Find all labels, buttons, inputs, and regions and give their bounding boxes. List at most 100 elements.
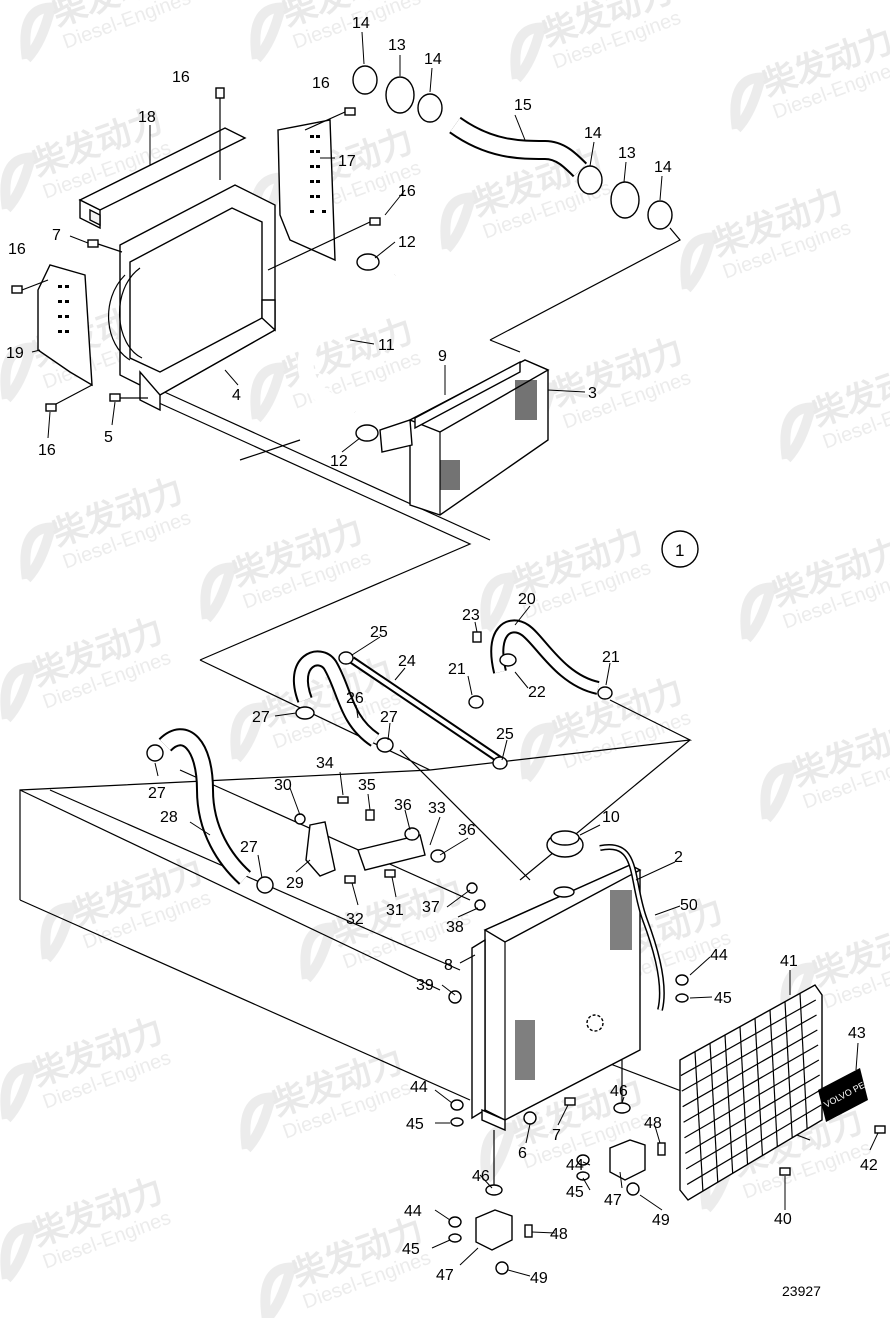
grille-bar bbox=[684, 1059, 820, 1139]
upper-bolts bbox=[11, 87, 381, 412]
callout: 31 bbox=[386, 902, 404, 919]
callout: 45 bbox=[406, 1116, 424, 1133]
callout: 14 bbox=[654, 159, 672, 176]
callout: 43 bbox=[848, 1025, 866, 1042]
grille-41 bbox=[679, 984, 823, 1201]
callout: 46 bbox=[610, 1083, 628, 1100]
callout: 47 bbox=[604, 1192, 622, 1209]
callout: 30 bbox=[274, 777, 292, 794]
watermark-mark-icon bbox=[300, 922, 338, 983]
callout: 10 bbox=[602, 809, 620, 826]
grille-bar bbox=[724, 1034, 734, 1174]
callout: 4 bbox=[232, 387, 241, 404]
callout: 36 bbox=[458, 822, 476, 839]
watermark-mark-icon bbox=[760, 762, 798, 823]
callout: 18 bbox=[138, 109, 156, 126]
callout: 48 bbox=[644, 1115, 662, 1132]
grille-bar bbox=[694, 1051, 704, 1192]
callout: 29 bbox=[286, 875, 304, 892]
callout: 13 bbox=[388, 37, 406, 54]
intercooler-3 bbox=[379, 359, 550, 516]
watermark-mark-icon bbox=[40, 902, 78, 963]
callout: 11 bbox=[378, 337, 395, 354]
overflow-hose-50 bbox=[599, 843, 665, 1011]
callout: 9 bbox=[438, 348, 447, 365]
callout: 49 bbox=[652, 1212, 670, 1229]
group-marker-number: 1 bbox=[675, 541, 684, 560]
callout: 23 bbox=[462, 607, 480, 624]
bolt-16-panel bbox=[304, 107, 356, 131]
callout: 36 bbox=[394, 797, 412, 814]
watermark-mark-icon bbox=[440, 192, 478, 253]
callout: 19 bbox=[6, 345, 24, 362]
callout-labels: 14 13 14 16 16 18 15 14 13 14 17 16 7 16… bbox=[6, 15, 878, 1287]
grille-bar bbox=[685, 1089, 821, 1170]
bolt-5 bbox=[109, 393, 148, 402]
callout: 37 bbox=[422, 899, 440, 916]
leader-lines bbox=[31, 31, 879, 1277]
watermark-mark-icon bbox=[260, 1262, 298, 1318]
grille-bar bbox=[686, 1104, 822, 1185]
callout: 35 bbox=[358, 777, 376, 794]
charge-air-hose-11 bbox=[297, 253, 403, 442]
callout: 45 bbox=[566, 1184, 584, 1201]
callout: 7 bbox=[52, 227, 61, 244]
callout: 38 bbox=[446, 919, 464, 936]
group-marker bbox=[661, 530, 699, 568]
callout: 7 bbox=[552, 1127, 561, 1144]
fan-shroud bbox=[107, 184, 276, 412]
callout: 46 bbox=[472, 1168, 490, 1185]
callout: 25 bbox=[370, 624, 388, 641]
callout: 8 bbox=[444, 957, 453, 974]
callout: 48 bbox=[550, 1226, 568, 1243]
watermark-mark-icon bbox=[250, 362, 288, 423]
callout: 21 bbox=[602, 649, 620, 666]
watermark-mark-icon bbox=[480, 572, 518, 633]
watermark-mark-icon bbox=[250, 2, 288, 63]
callout: 6 bbox=[518, 1145, 527, 1162]
grille-bar bbox=[683, 1044, 819, 1123]
callout: 50 bbox=[680, 897, 698, 914]
callout: 22 bbox=[528, 684, 546, 701]
grille-bar bbox=[739, 1026, 749, 1165]
callout: 42 bbox=[860, 1157, 878, 1174]
watermark-mark-icon bbox=[0, 662, 38, 723]
mounts bbox=[448, 974, 886, 1275]
callout: 5 bbox=[104, 429, 113, 446]
watermark-mark-icon bbox=[680, 232, 718, 293]
watermark-mark-icon bbox=[0, 1222, 38, 1283]
grille-bar bbox=[681, 1014, 817, 1092]
watermark-mark-icon bbox=[730, 72, 768, 133]
watermark-mark-icon bbox=[240, 1092, 278, 1153]
callout: 44 bbox=[404, 1203, 422, 1220]
bolt-16-bottom bbox=[45, 384, 93, 412]
watermark-mark-icon bbox=[230, 702, 268, 763]
callout: 27 bbox=[240, 839, 258, 856]
callout: 24 bbox=[398, 653, 416, 670]
callout: 47 bbox=[436, 1267, 454, 1284]
callout: 40 bbox=[774, 1211, 792, 1228]
watermark-mark-icon bbox=[0, 342, 38, 403]
callout: 28 bbox=[160, 809, 178, 826]
watermark-mark-icon bbox=[0, 152, 38, 213]
callout: 39 bbox=[416, 977, 434, 994]
callout: 32 bbox=[346, 911, 364, 928]
callout: 21 bbox=[448, 661, 466, 678]
watermark-mark-icon bbox=[510, 22, 548, 83]
watermark-mark-icon bbox=[480, 1122, 518, 1183]
bolt-16-left bbox=[11, 279, 49, 294]
callout: 44 bbox=[410, 1079, 428, 1096]
callout: 16 bbox=[38, 442, 56, 459]
